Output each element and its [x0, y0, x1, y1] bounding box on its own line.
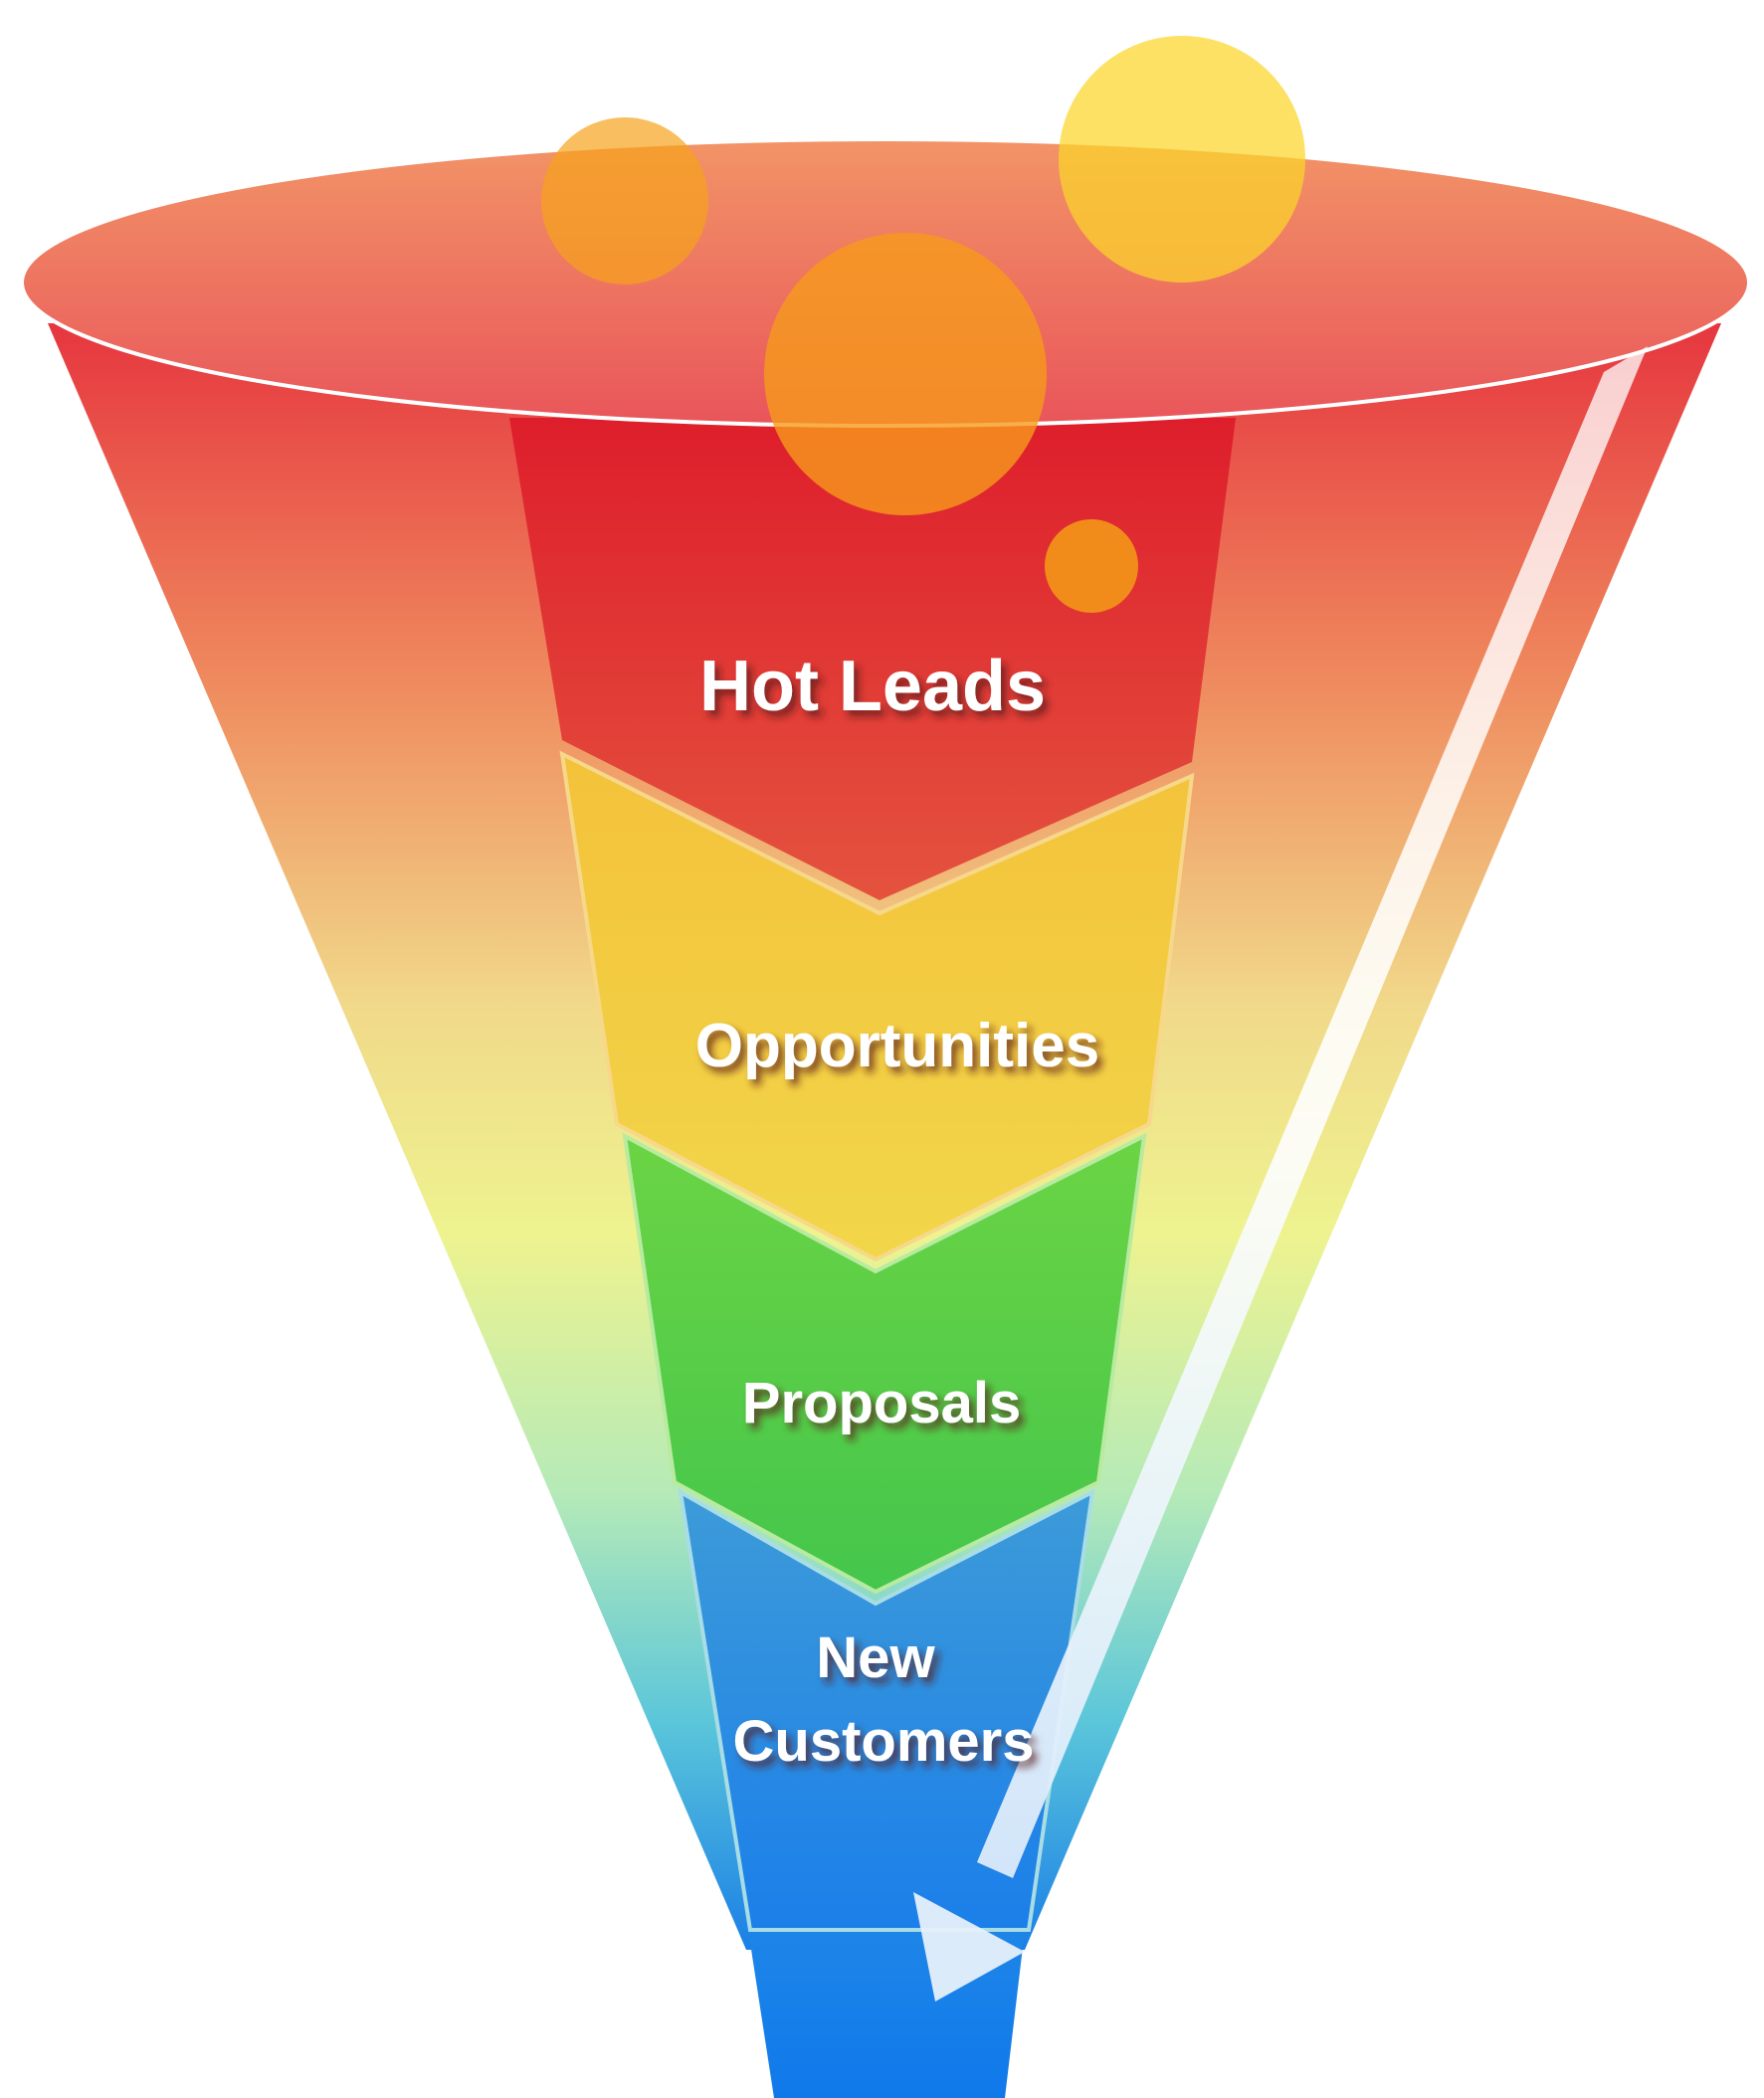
stage-opportunities: [559, 750, 1195, 1262]
stage-label-new-customers-line-1: New: [816, 1625, 935, 1690]
stage-label-new-customers-line-2: Customers: [733, 1709, 1035, 1774]
stage-label-proposals: Proposals: [742, 1371, 1021, 1435]
bubble: [1059, 36, 1305, 283]
stage-label-new-customers: New Customers: [733, 1625, 1035, 1774]
bubble: [764, 233, 1047, 515]
bubble: [1045, 519, 1138, 613]
flow-arrow-icon: [913, 346, 1648, 2002]
stage-label-opportunities: Opportunities: [695, 1012, 1099, 1080]
stage-proposals: [622, 1132, 1147, 1595]
bubble: [541, 117, 708, 285]
stage-label-hot-leads: Hot Leads: [699, 647, 1046, 726]
